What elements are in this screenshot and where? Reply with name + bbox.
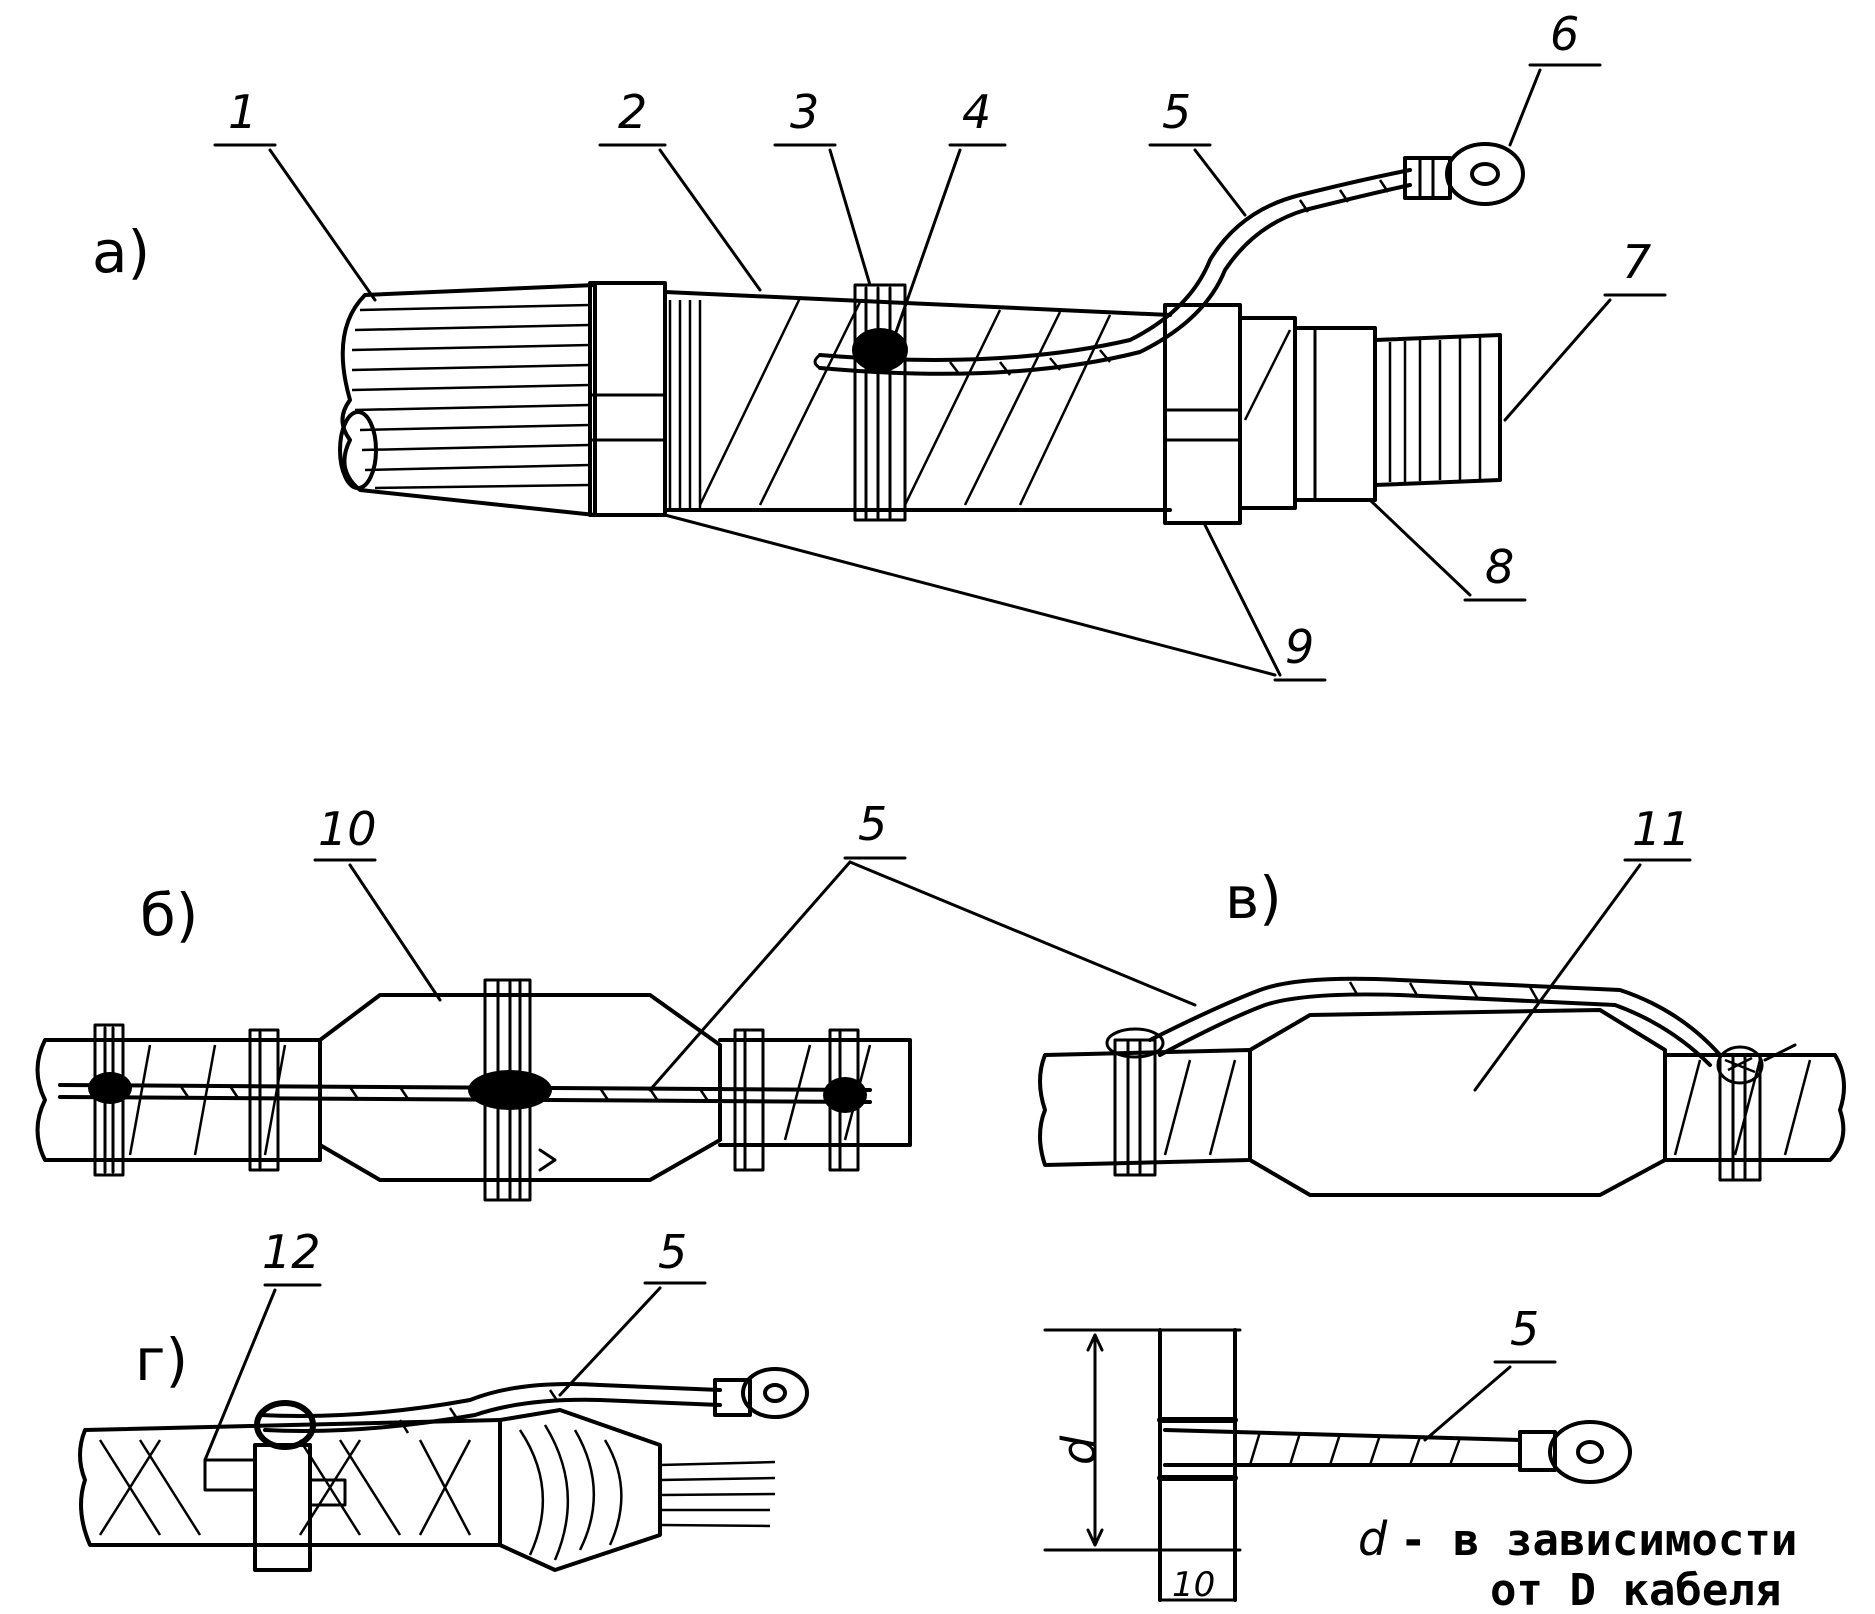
dimension-d-symbol: d [1052,1435,1106,1465]
panel-b-label: б) [140,881,198,949]
transition-cone [498,1408,776,1572]
cable-g-jacket [78,1418,502,1547]
label-1: 1 [228,85,257,139]
cable-end-ellipse [338,410,378,490]
cable-v-right [1663,1045,1846,1182]
band-9-left [588,281,702,517]
ground-wire-b [58,1083,872,1104]
leaders-a [213,63,1667,682]
label-5-g: 5 [658,1225,687,1279]
panel-g: г) [78,1225,809,1572]
clamp-12 [203,1400,347,1572]
label-4: 4 [962,85,991,139]
solder-joint-4 [852,328,908,372]
label-5-a: 5 [1162,85,1191,139]
label-9: 9 [1285,620,1314,674]
leaders-v [1473,858,1692,1092]
panel-d: d 10 5 d - в зависимост [1043,1302,1797,1614]
note-line-1: - в зависимости [1400,1515,1797,1566]
cable-b-right [718,1028,912,1172]
label-5-b: 5 [858,797,887,851]
panel-a-label: а) [92,218,150,286]
leaders-b [313,856,1197,1092]
dimension-width-value: 10 [1172,1565,1215,1605]
dimension-strip: d 10 [1043,1328,1242,1605]
band-9-right [1163,303,1297,525]
insulation-8 [1293,326,1377,502]
note-d-symbol: d [1358,1512,1388,1566]
panel-v: в) [1038,802,1846,1197]
panel-g-label: г) [135,1326,188,1394]
cable-lug-6 [1403,142,1525,206]
label-10: 10 [318,802,377,856]
label-2: 2 [618,85,647,139]
label-12: 12 [262,1225,321,1279]
label-5-d: 5 [1510,1302,1539,1356]
wire-binding-3 [852,283,908,522]
label-8: 8 [1485,540,1514,594]
ground-wire-v [1148,976,1797,1067]
ground-wire-d [1157,1417,1632,1484]
cable-v-left [1038,1027,1252,1177]
panel-v-label: в) [1225,864,1282,932]
cable-cores-7 [1373,333,1502,487]
note-line-2: от D кабеля [1490,1565,1781,1614]
label-11: 11 [1632,802,1691,856]
cable-outer-jacket [338,283,597,517]
label-7: 7 [1622,235,1651,289]
panel-a: а) [92,7,1667,682]
sleeve-11 [1248,1008,1667,1197]
leaders-d [1423,1360,1557,1442]
armour-section [663,290,1172,512]
ground-wire-g [258,1367,809,1434]
panel-b: б) [35,797,1197,1202]
leaders-g [203,1281,707,1462]
label-6: 6 [1550,7,1579,61]
ground-wire-5 [813,168,1412,376]
label-3: 3 [790,85,819,139]
solder-b-center [468,1070,552,1110]
